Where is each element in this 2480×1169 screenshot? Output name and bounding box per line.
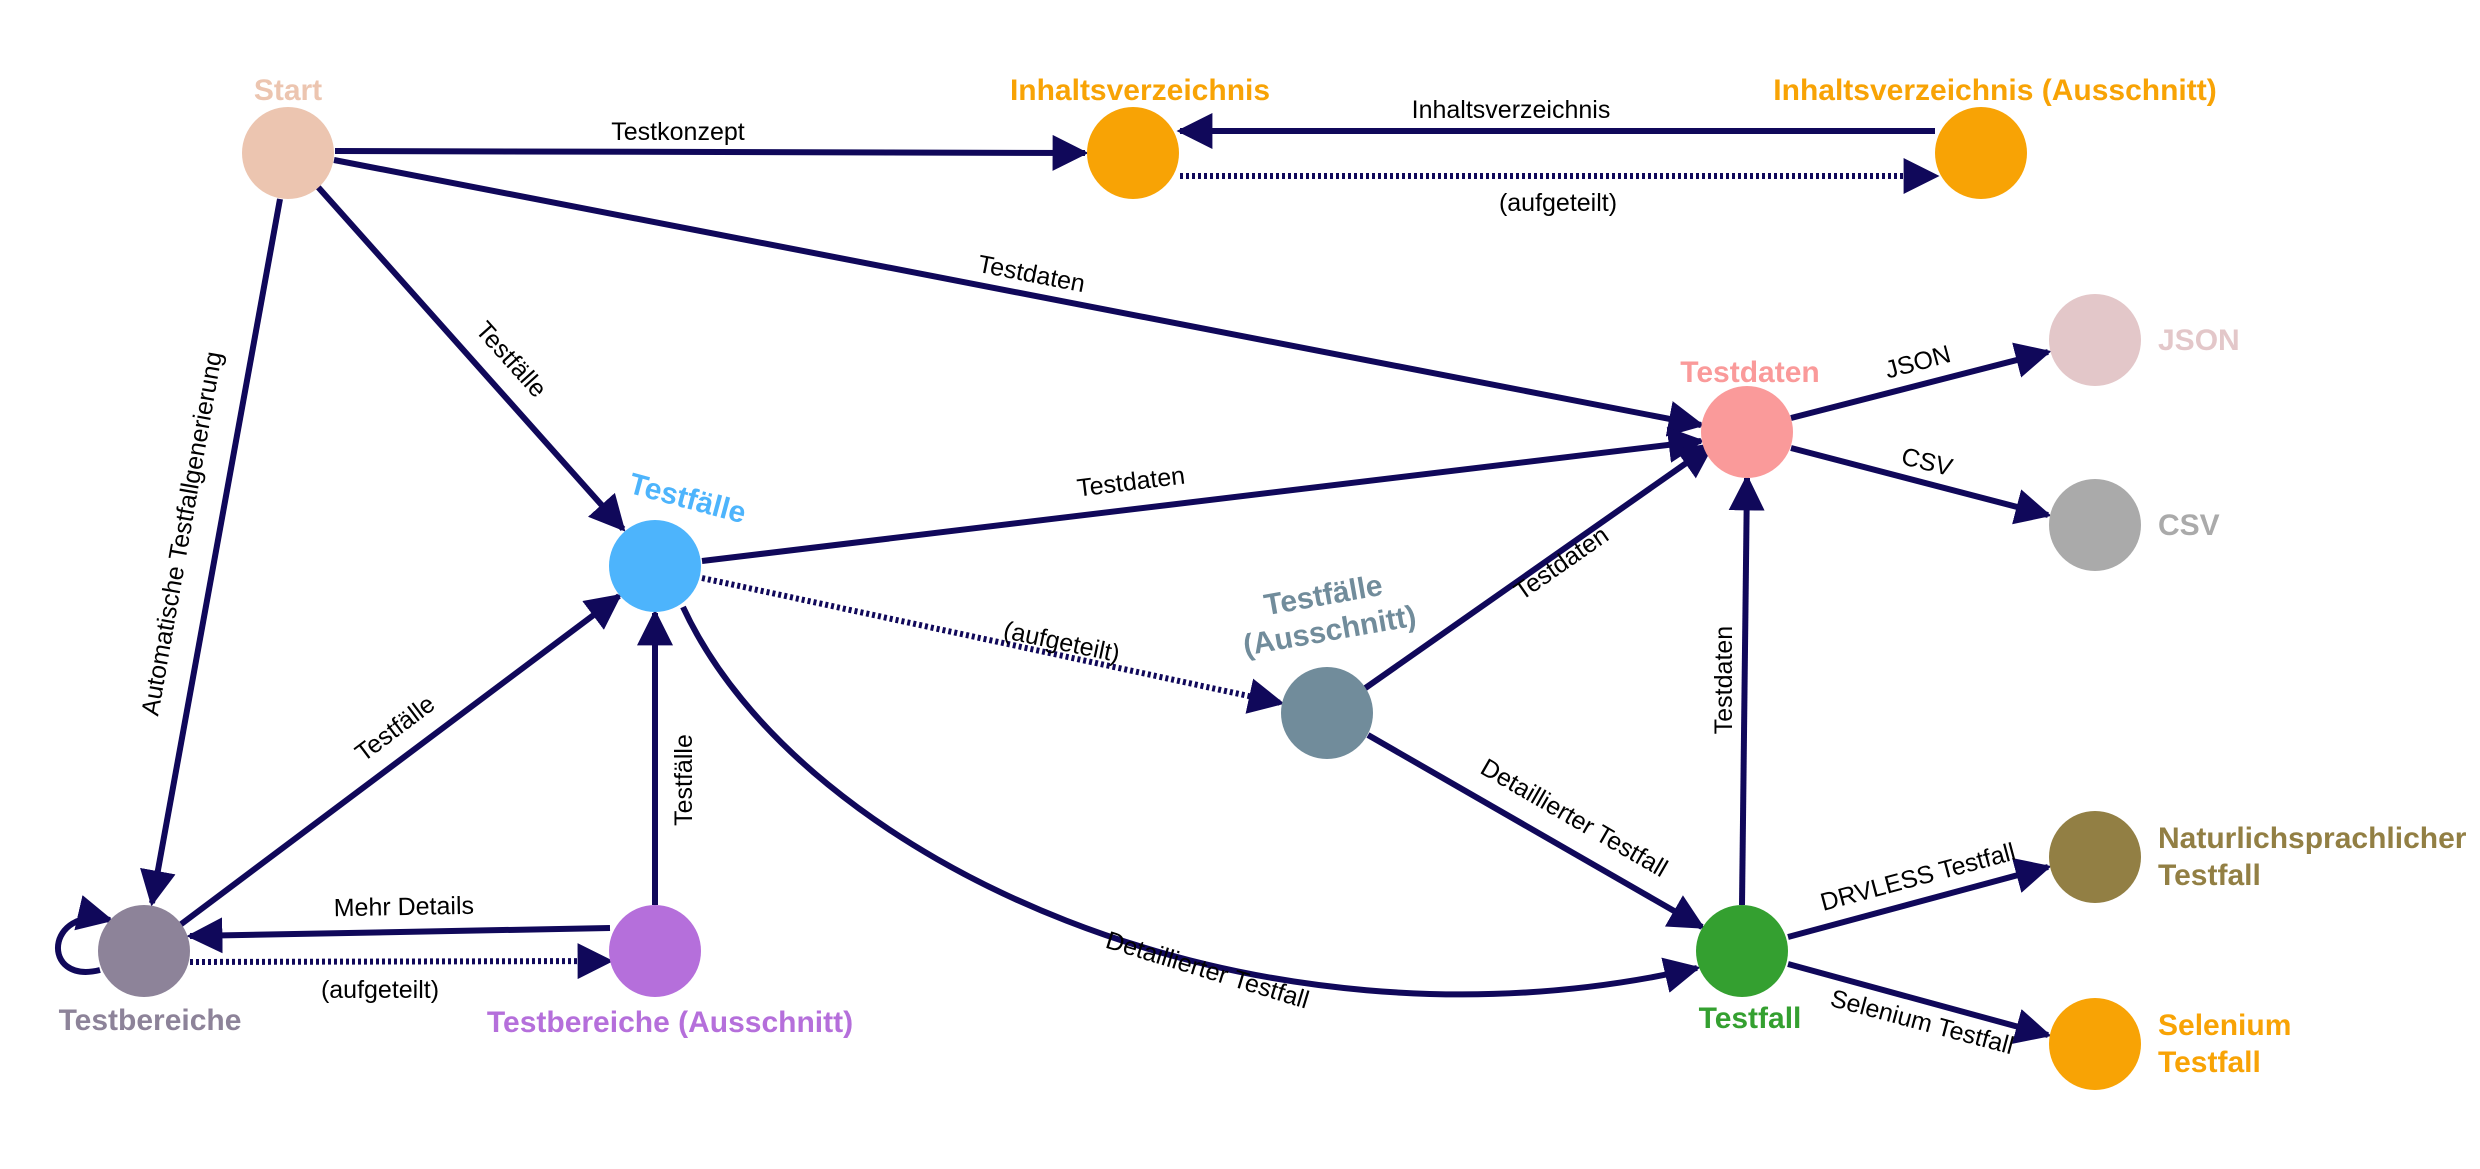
node-label-testbereiche: Testbereiche	[59, 1004, 242, 1037]
edge-label: Testfälle	[470, 316, 552, 403]
node-label-inhalt_aus: Inhaltsverzeichnis (Ausschnitt)	[1773, 74, 2216, 107]
edge-testfaelle-to-testdaten	[701, 426, 1705, 564]
edge-label: (aufgeteilt)	[1499, 189, 1617, 217]
edge-label: Testfälle	[350, 690, 440, 768]
node-label-csv: CSV	[2158, 509, 2220, 542]
edge-label: (aufgeteilt)	[321, 976, 439, 1004]
edge-testfaelle-to-testfall	[680, 605, 1701, 998]
edge-label: Automatische Testfallgenerierung	[136, 349, 228, 717]
node-label-line: JSON	[2158, 324, 2240, 357]
node-testfaelle_aus[interactable]	[1281, 667, 1373, 759]
node-testbereiche_aus[interactable]	[609, 905, 701, 997]
node-testdaten[interactable]	[1701, 386, 1793, 478]
node-label-line: Testdaten	[1680, 356, 1819, 389]
edge-start-to-testdaten	[333, 157, 1705, 437]
edge-testbereiche-to-testbereiche_aus	[189, 943, 614, 980]
edge-label: Selenium Testfall	[1827, 984, 2016, 1060]
node-label-line: CSV	[2158, 509, 2220, 542]
node-label-testfall: Testfall	[1699, 1002, 1802, 1035]
edge-label: Testkonzept	[611, 118, 744, 146]
node-csv[interactable]	[2049, 479, 2141, 571]
node-label-json: JSON	[2158, 324, 2240, 357]
edge-testfall-to-testdaten	[1728, 474, 1765, 906]
node-testbereiche[interactable]	[98, 905, 190, 997]
edge-testbereiche_aus-to-testbereiche	[186, 917, 611, 954]
edge-label: Testdaten	[1076, 462, 1187, 503]
node-label-line: Inhaltsverzeichnis	[1010, 74, 1270, 107]
node-label-line: Testfälle	[625, 467, 749, 530]
node-label-line: Inhaltsverzeichnis (Ausschnitt)	[1773, 74, 2216, 107]
edge-start-to-inhalt	[334, 134, 1089, 171]
node-label-testfaelle: Testfälle	[625, 467, 749, 530]
edge-label: Testfälle	[670, 734, 698, 826]
node-label-line: Start	[254, 74, 322, 107]
edge-testfaelle-to-testfaelle_aus	[701, 575, 1285, 714]
node-label-testdaten: Testdaten	[1680, 356, 1819, 389]
edge-label: Detaillierter Testfall	[1476, 753, 1673, 883]
edge-testfall-to-selenium	[1787, 961, 2052, 1044]
edge-start-to-testbereiche	[140, 198, 283, 907]
edge-label: Inhaltsverzeichnis	[1412, 96, 1611, 124]
node-label-line: Testbereiche (Ausschnitt)	[487, 1006, 853, 1039]
node-selenium[interactable]	[2049, 998, 2141, 1090]
edge-testfaelle_aus-to-testfall	[1366, 732, 1706, 930]
node-label-line: Testfall	[2158, 1046, 2261, 1079]
edge-label: Testdaten	[1710, 626, 1738, 734]
node-inhalt[interactable]	[1087, 107, 1179, 199]
node-label-line: Testbereiche	[59, 1004, 242, 1037]
node-natur[interactable]	[2049, 811, 2141, 903]
edge-label: Testdaten	[976, 250, 1088, 298]
node-inhalt_aus[interactable]	[1935, 107, 2027, 199]
edge-label: Detaillierter Testfall	[1102, 926, 1312, 1014]
node-start[interactable]	[242, 107, 334, 199]
edge-testfall-to-natur	[1787, 858, 2052, 940]
edge-testdaten-to-csv	[1790, 445, 2052, 525]
node-label-testbereiche_aus: Testbereiche (Ausschnitt)	[487, 1006, 853, 1039]
node-testfaelle[interactable]	[609, 520, 701, 612]
node-testfall[interactable]	[1696, 905, 1788, 997]
node-json[interactable]	[2049, 294, 2141, 386]
edge-testbereiche-to-testbereiche	[54, 895, 114, 975]
node-label-line: Naturlichsprachlicher	[2158, 822, 2467, 855]
node-label-line: Testfall	[2158, 859, 2261, 892]
node-label-line: Testfall	[1699, 1002, 1802, 1035]
edge-label: Testdaten	[1509, 521, 1614, 606]
edge-label: (aufgeteilt)	[1001, 616, 1122, 668]
edge-label: Mehr Details	[333, 892, 474, 922]
edge-start-to-testfaelle	[315, 185, 626, 532]
node-label-start: Start	[254, 74, 322, 107]
node-label-testfaelle_aus: Testfälle(Ausschnitt)	[1234, 564, 1418, 662]
node-label-inhalt: Inhaltsverzeichnis	[1010, 74, 1270, 107]
edge-testdaten-to-json	[1790, 342, 2052, 421]
edge-testbereiche-to-testfaelle	[178, 593, 622, 928]
edge-testfaelle_aus-to-testdaten	[1362, 442, 1715, 692]
node-label-line: Selenium	[2158, 1009, 2291, 1042]
